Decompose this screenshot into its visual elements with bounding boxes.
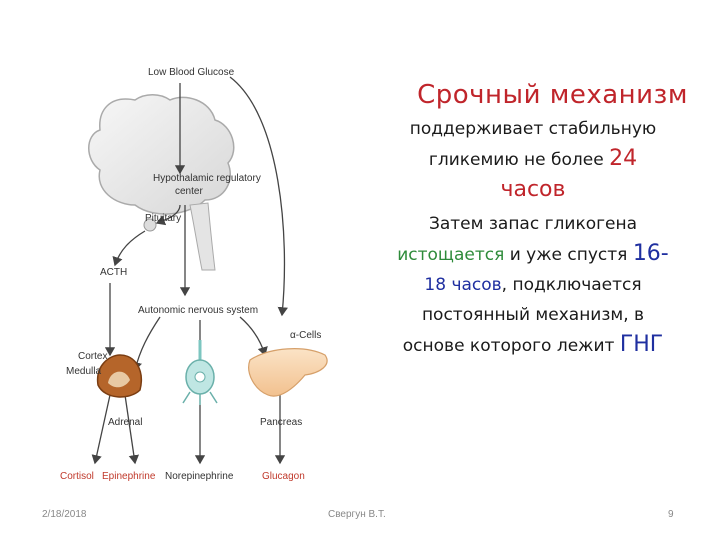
arrow-auto-pancreas bbox=[239, 316, 268, 357]
text-line-5b: и уже спустя bbox=[504, 245, 633, 265]
label-medulla: Medulla bbox=[66, 366, 102, 377]
text-line-4: Затем запас гликогена bbox=[428, 214, 638, 234]
footer-page-number: 9 bbox=[668, 509, 674, 520]
label-low-blood-glucose: Low Blood Glucose bbox=[148, 67, 235, 78]
arrow-adrenal-epinephrine bbox=[124, 394, 140, 465]
hormone-diagram: Low Blood Glucose Hypothalamic regulator… bbox=[40, 55, 370, 495]
pancreas-organ bbox=[248, 348, 328, 397]
text-line-1: поддерживает стабильную bbox=[409, 119, 657, 139]
text-line-6: 18 часов, подключается bbox=[378, 270, 688, 300]
text-16: 16- bbox=[632, 241, 669, 266]
label-hypothalamic-center: center bbox=[175, 186, 203, 197]
label-adrenal: Adrenal bbox=[108, 417, 143, 428]
slide-title: Срочный механизм bbox=[417, 80, 688, 110]
text-line-8: основе которого лежит ГНГ bbox=[378, 330, 688, 361]
neuron-dendrites bbox=[182, 391, 218, 405]
brainstem-shape bbox=[189, 202, 216, 271]
text-line-7: постоянный механизм, в bbox=[421, 305, 645, 325]
label-norepinephrine: Norepinephrine bbox=[165, 471, 234, 482]
label-alpha-cells: α-Cells bbox=[290, 330, 322, 341]
adrenal-medulla bbox=[108, 371, 130, 388]
arrow-adrenal-cortisol bbox=[91, 394, 111, 465]
text-hours: часов bbox=[500, 177, 566, 202]
label-cortisol: Cortisol bbox=[60, 471, 94, 482]
text-18-hours: 18 часов bbox=[424, 275, 502, 295]
label-acth: ACTH bbox=[100, 267, 128, 278]
label-pancreas: Pancreas bbox=[260, 417, 303, 428]
text-24: 24 bbox=[609, 146, 638, 171]
text-line-6b: , подключается bbox=[501, 275, 642, 295]
brain-shape bbox=[88, 94, 235, 215]
label-epinephrine: Epinephrine bbox=[102, 471, 156, 482]
label-autonomic: Autonomic nervous system bbox=[138, 305, 259, 316]
label-glucagon: Glucagon bbox=[262, 471, 305, 482]
text-block: Срочный механизм поддерживает стабильную… bbox=[378, 80, 688, 361]
footer-date: 2/18/2018 bbox=[42, 509, 87, 520]
label-hypothalamic: Hypothalamic regulatory bbox=[153, 173, 261, 184]
label-pituitary: Pituitary bbox=[145, 213, 182, 224]
arrow-pituitary-acth bbox=[112, 230, 146, 267]
arrow-lbg-alpha bbox=[229, 76, 288, 317]
text-line-8a: основе которого лежит bbox=[402, 336, 615, 356]
label-cortex: Cortex bbox=[78, 351, 108, 362]
diagram-graphics bbox=[88, 76, 328, 465]
text-line-5: истощается и уже спустя 16- bbox=[378, 239, 688, 270]
text-line-2a: гликемию не более bbox=[428, 150, 604, 170]
text-depleted: истощается bbox=[397, 245, 505, 265]
text-line-2: гликемию не более 24 bbox=[378, 144, 688, 175]
neuron-nucleus bbox=[194, 371, 206, 383]
arrow-auto-adrenal bbox=[131, 316, 161, 372]
text-gng: ГНГ bbox=[619, 332, 664, 357]
footer-author: Свергун В.Т. bbox=[328, 509, 386, 520]
arrow-hyp-pituitary bbox=[155, 204, 181, 226]
